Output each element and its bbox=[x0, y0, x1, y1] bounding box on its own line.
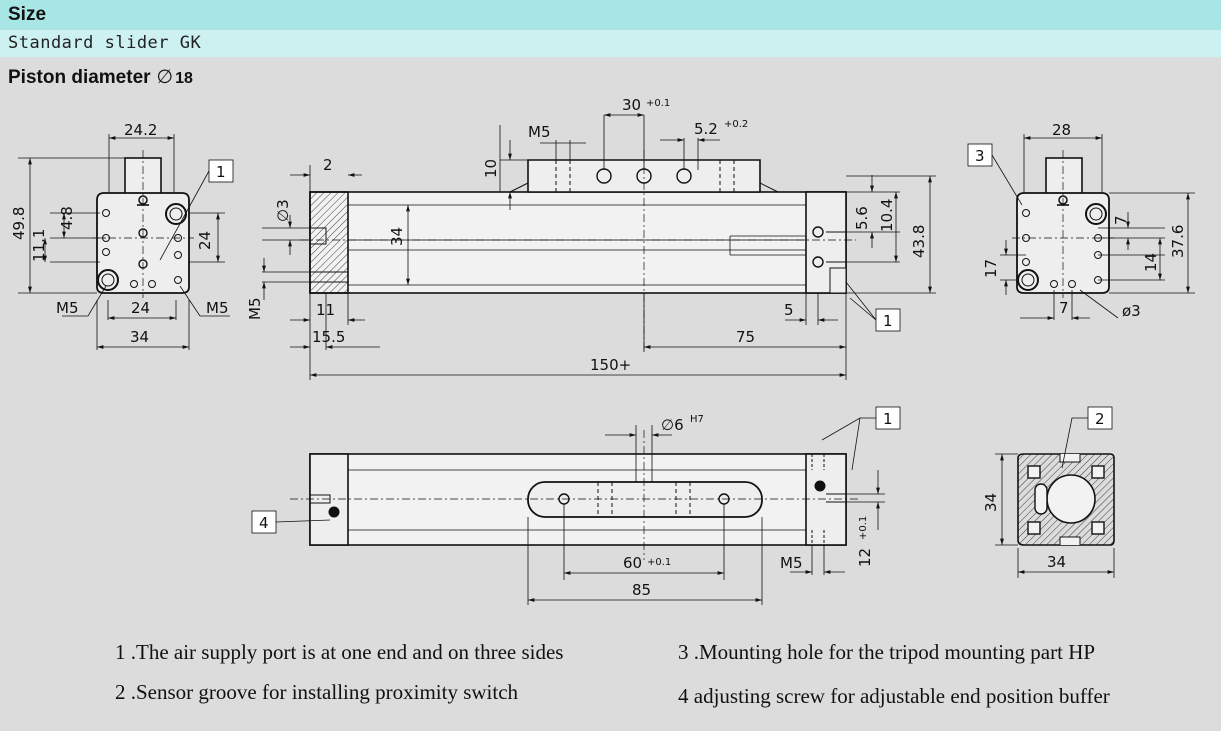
dim-5: 5 bbox=[784, 301, 794, 319]
dim-5-6: 5.6 bbox=[853, 206, 871, 230]
diameter-symbol: ∅ bbox=[156, 67, 174, 88]
dim-11-1: 11.1 bbox=[30, 229, 48, 262]
callout-1-left: 1 bbox=[216, 163, 226, 181]
dim-34-front: 34 bbox=[388, 227, 406, 246]
technical-drawing: 24.2 49.8 4.8 11.1 24 M5 24 M5 34 2 ∅3 3… bbox=[10, 98, 1195, 605]
callout-1-front: 1 bbox=[883, 312, 893, 330]
dim-d6: ∅6 bbox=[661, 416, 684, 434]
dim-30: 30 bbox=[622, 98, 641, 114]
dim-7-vertical: 7 bbox=[1112, 215, 1130, 225]
right-end-view bbox=[1012, 150, 1114, 298]
dim-15-5: 15.5 bbox=[312, 328, 345, 346]
callout-labels: 1 3 1 1 2 4 bbox=[216, 147, 1105, 532]
dim-10-4: 10.4 bbox=[878, 199, 896, 232]
callout-3: 3 bbox=[975, 147, 985, 165]
dim-24-2: 24.2 bbox=[124, 121, 157, 139]
dim-37-6: 37.6 bbox=[1169, 225, 1187, 258]
callout-2: 2 bbox=[1095, 410, 1105, 428]
dim-14: 14 bbox=[1142, 253, 1160, 272]
dim-5-2-tolerance: +0.2 bbox=[724, 119, 748, 130]
dim-34-profile-height: 34 bbox=[982, 493, 1000, 512]
dim-60-tolerance: +0.1 bbox=[647, 557, 671, 568]
dim-43-8: 43.8 bbox=[910, 225, 928, 258]
dim-34-profile-width: 34 bbox=[1047, 553, 1066, 571]
notes-right: 3 .Mounting hole for the tripod mounting… bbox=[678, 640, 1110, 724]
left-end-view bbox=[92, 150, 194, 298]
dim-28: 28 bbox=[1052, 121, 1071, 139]
slider-type-row: Standard slider GK bbox=[0, 30, 1221, 57]
dim-5-2: 5.2 bbox=[694, 120, 718, 138]
notes-left: 1 .The air supply port is at one end and… bbox=[115, 640, 563, 720]
dim-2: 2 bbox=[323, 156, 333, 174]
piston-value: 18 bbox=[175, 70, 193, 87]
callout-1-bottom: 1 bbox=[883, 410, 893, 428]
bottom-view bbox=[290, 430, 860, 560]
dim-17: 17 bbox=[982, 259, 1000, 278]
dim-12: 12 bbox=[856, 548, 874, 567]
dim-60: 60 bbox=[623, 554, 642, 572]
dim-m5-bottom: M5 bbox=[780, 554, 803, 572]
dim-4-8: 4.8 bbox=[58, 206, 76, 230]
dim-10: 10 bbox=[482, 159, 500, 178]
dim-m5-right: M5 bbox=[206, 299, 229, 317]
dim-24-right: 24 bbox=[196, 231, 214, 250]
dim-m5-front: M5 bbox=[246, 298, 264, 321]
dim-85: 85 bbox=[632, 581, 651, 599]
front-view bbox=[300, 150, 856, 350]
dim-150: 150+ bbox=[590, 356, 631, 374]
dimension-labels: 24.2 49.8 4.8 11.1 24 M5 24 M5 34 2 ∅3 3… bbox=[10, 98, 1187, 599]
dim-34: 34 bbox=[130, 328, 149, 346]
piston-diameter-heading: Piston diameter∅18 bbox=[8, 66, 193, 89]
dim-75: 75 bbox=[736, 328, 755, 346]
note-3: 3 .Mounting hole for the tripod mounting… bbox=[678, 640, 1096, 664]
piston-label: Piston diameter bbox=[8, 67, 151, 88]
size-header: Size bbox=[0, 0, 1221, 30]
dim-d3-right: ø3 bbox=[1122, 302, 1141, 320]
dim-7-horizontal: 7 bbox=[1059, 299, 1069, 317]
callout-4: 4 bbox=[259, 514, 269, 532]
profile-section bbox=[1017, 453, 1115, 546]
dim-d6-fit: H7 bbox=[690, 414, 704, 425]
dim-m5-left: M5 bbox=[56, 299, 79, 317]
dim-24-bottom: 24 bbox=[131, 299, 150, 317]
note-4: 4 adjusting screw for adjustable end pos… bbox=[678, 684, 1110, 708]
dim-49-8: 49.8 bbox=[10, 207, 28, 240]
dim-11: 11 bbox=[316, 301, 335, 319]
dim-m5-top: M5 bbox=[528, 123, 551, 141]
dim-30-tolerance: +0.1 bbox=[646, 98, 670, 109]
dim-d3: ∅3 bbox=[274, 199, 292, 222]
note-1: 1 .The air supply port is at one end and… bbox=[115, 640, 564, 664]
dim-12-tolerance: +0.1 bbox=[858, 516, 869, 540]
note-2: 2 .Sensor groove for installing proximit… bbox=[115, 680, 519, 704]
